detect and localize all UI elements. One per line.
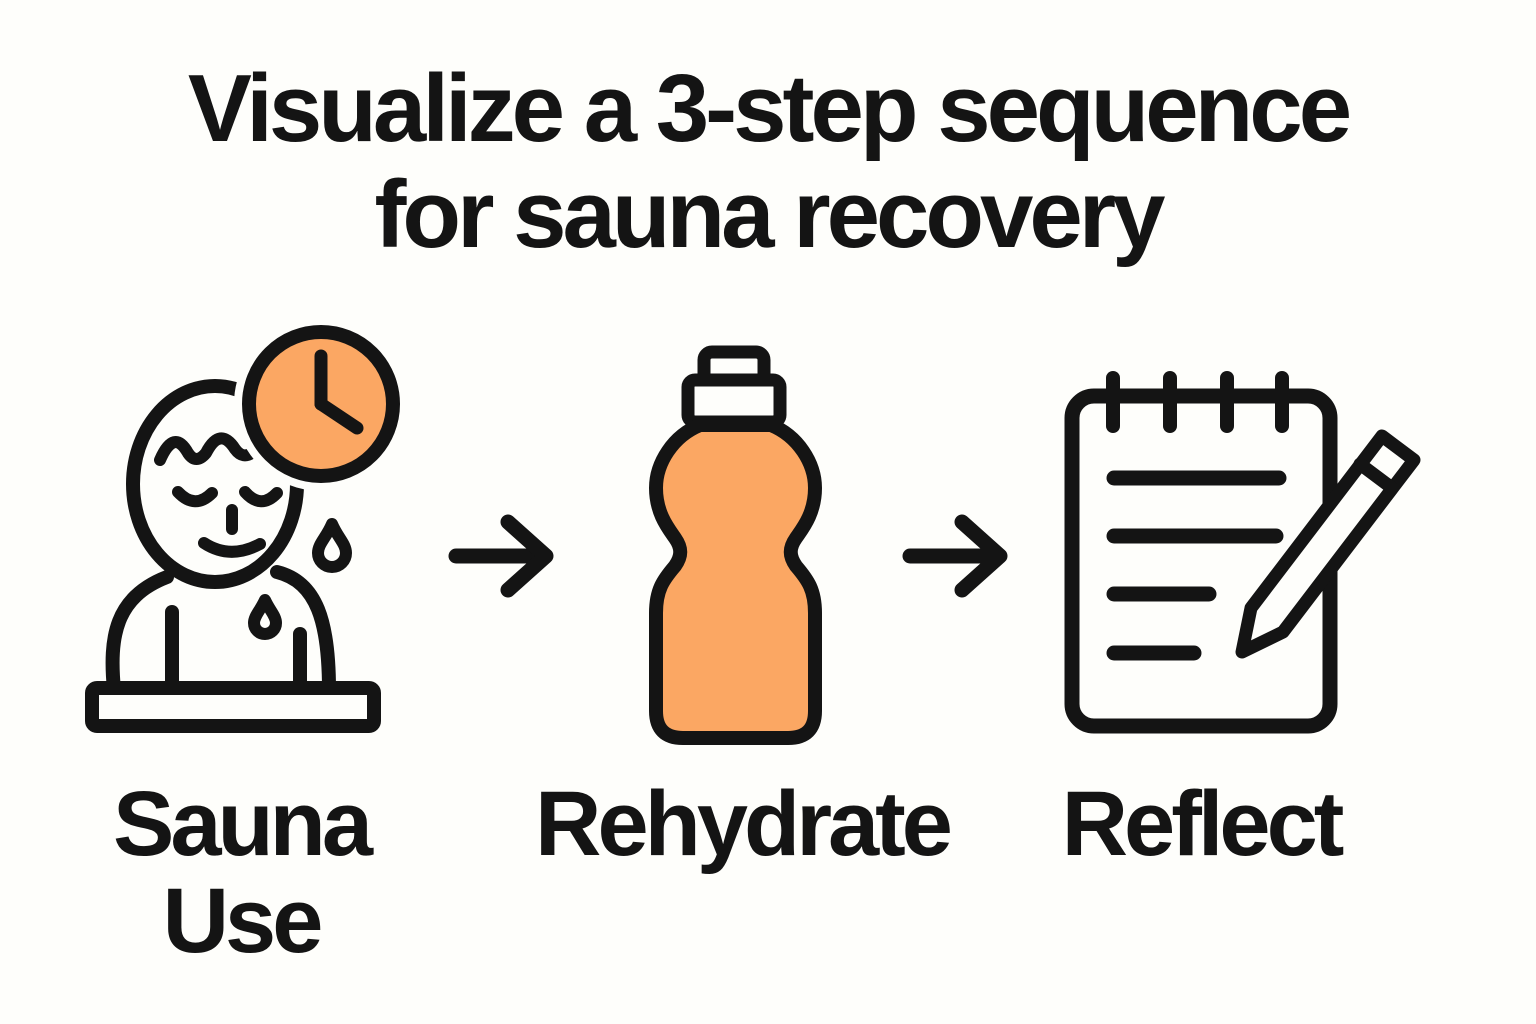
pencil-eraser-line [1353,457,1399,495]
person-hair-fringe [154,432,259,466]
bottle-cap [681,373,787,429]
step-label-rehydrate: Rehydrate [535,773,953,875]
sweat-drop-icon [248,594,282,640]
arrow-head [500,514,554,598]
person-torso-outline [105,570,174,697]
bench-shape [85,681,381,733]
sweat-drop-icon [312,518,352,573]
title-line-2: for sauna recovery [374,160,1165,268]
water-bottle-icon [649,345,822,745]
notepad-with-pencil-icon [1064,371,1421,734]
title-line-1: Visualize a 3-step sequence [187,55,1352,162]
person-mouth [198,537,266,558]
right-arrow-icon [448,514,554,598]
person-eye-right [239,486,283,508]
clock-hand-hour [314,397,364,435]
person-torso-outline-right [270,565,336,697]
pencil-icon [1235,429,1421,659]
page-title: Visualize a 3-step sequence for sauna re… [0,56,1536,267]
step-label-reflect: Reflect [1061,773,1345,875]
right-arrow-icon [902,514,1008,598]
person-eye-left [172,486,218,508]
step-label-sauna-use: Sauna Use [112,773,373,972]
arrow-head [954,514,1008,598]
bottle-body [649,418,822,745]
sweating-person-with-clock-icon [85,317,408,733]
